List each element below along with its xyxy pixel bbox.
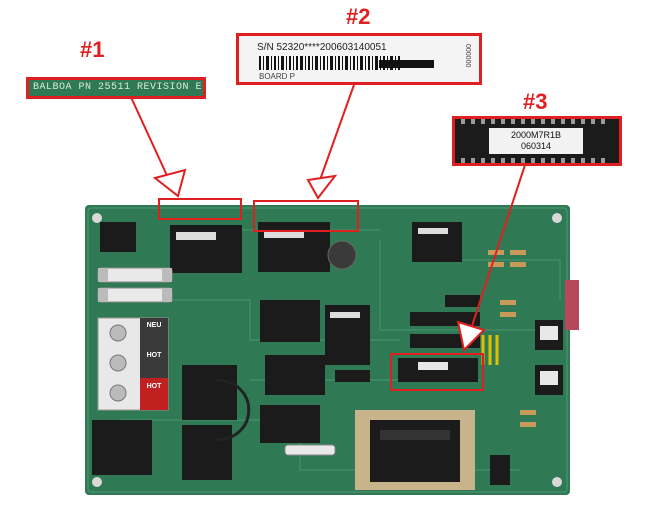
transformer [355,410,475,490]
part-number-text: BALBOA PN 25511 REVISION E [33,82,203,93]
relay-mid-3 [325,305,370,365]
relay-top-1 [170,225,242,273]
terminal-label-hot-2: HOT [146,383,162,390]
chip-label-line2: 060314 [520,141,552,151]
ic-chip-row-1 [410,312,480,326]
relay-mid-1 [260,300,320,342]
chip-pins-graphic [461,119,605,163]
ic-chip-small-1 [445,295,480,307]
relay-bottom-4 [260,405,320,443]
barcode-graphic [259,56,434,70]
relay-bottom-3 [92,420,152,475]
terminal-label-hot-1: HOT [146,352,162,359]
mounting-hole [552,213,562,223]
relay-top-4 [100,222,136,252]
relay-bottom-2 [182,425,232,480]
inset-serial-label: S/N 52320****200603140051 BOARD P 000000 [236,33,482,85]
mounting-hole [92,477,102,487]
ic-chip-small-2 [335,370,370,382]
regulator [490,455,510,485]
fuse-2 [97,287,173,303]
side-code-text: 000000 [464,44,471,68]
chip-label-line1: 2000M7R1B [510,130,562,140]
eprom-chip [398,358,478,382]
capacitor [327,240,357,270]
callout-arrows [129,81,526,353]
chip-label-sticker: 2000M7R1B 060314 [489,128,583,154]
connector-2 [535,365,563,395]
relay-bottom-1 [182,365,237,420]
inset-eprom-chip: 2000M7R1B 060314 [452,116,622,166]
relay-mid-2 [265,355,325,395]
connector-1 [535,320,563,350]
highlight-box-2 [253,200,359,232]
fuse-3 [284,444,336,456]
board-label-text: BOARD P [259,72,296,81]
mounting-hole [552,477,562,487]
callout-number-3: #3 [523,89,548,114]
fuse-1 [97,267,173,283]
highlight-box-3 [390,353,484,391]
terminal-label-neu: NEU [146,322,162,329]
inset-part-number: BALBOA PN 25511 REVISION E [26,77,206,99]
ribbon-connector [565,280,579,330]
wire-loop [214,378,251,442]
highlight-box-1 [158,198,242,220]
callout-number-2: #2 [346,4,371,29]
mounting-hole [92,213,102,223]
relay-top-3 [412,222,462,262]
serial-number-text: S/N 52320****200603140051 [257,42,387,53]
callout-number-1: #1 [80,37,105,62]
terminal-block [97,317,169,411]
